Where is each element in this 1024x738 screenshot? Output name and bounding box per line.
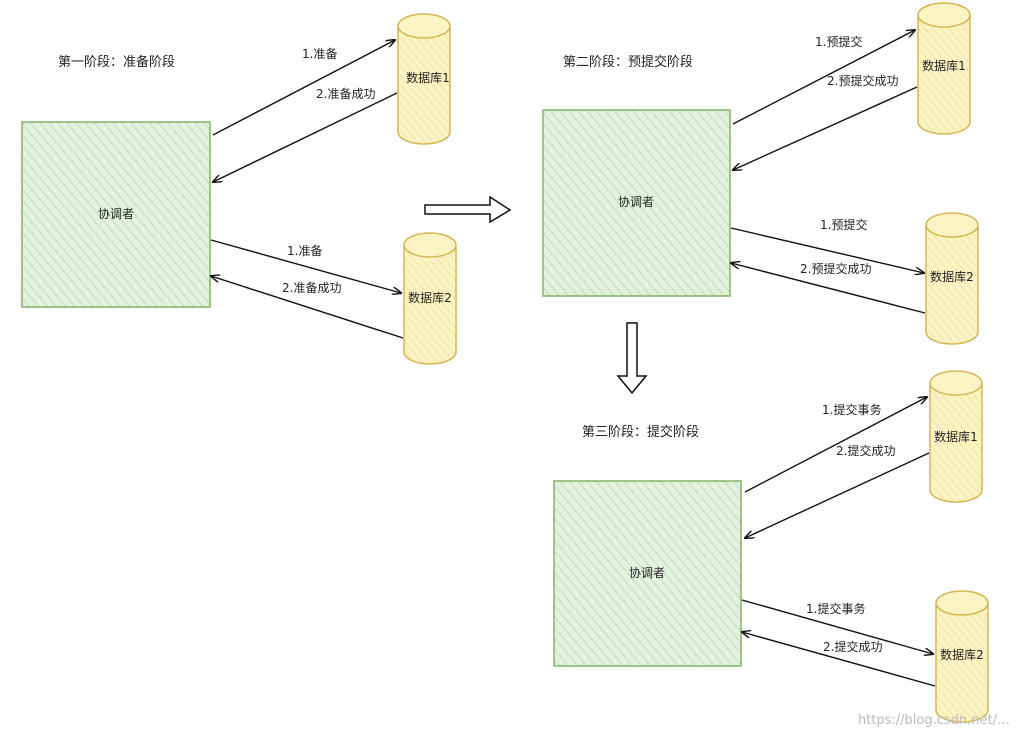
- request-arrow-db1: [732, 30, 915, 125]
- request-label-db2: 1.准备: [287, 244, 322, 258]
- database-2-label: 数据库2: [940, 647, 984, 662]
- right-transition-arrow-icon: [424, 195, 512, 224]
- database-1-label: 数据库1: [934, 429, 978, 444]
- down-transition-arrow-icon: [616, 322, 648, 395]
- request-arrow-db1: [212, 40, 395, 136]
- database-1-label: 数据库1: [406, 70, 450, 85]
- database-2-cylinder: [935, 590, 989, 723]
- response-arrow-db2: [211, 276, 404, 339]
- coordinator-label: 协调者: [629, 565, 665, 580]
- coordinator-box: [553, 480, 742, 667]
- coordinator-box: [542, 109, 731, 297]
- database-2-label: 数据库2: [930, 269, 974, 284]
- response-label-db2: 2.提交成功: [823, 639, 882, 654]
- database-2-cylinder: [403, 232, 457, 365]
- response-arrow-db2: [731, 263, 926, 314]
- response-label-db2: 2.准备成功: [282, 281, 341, 295]
- response-label-db1: 2.准备成功: [316, 87, 375, 101]
- response-arrow-db1: [213, 92, 398, 182]
- database-1-cylinder: [929, 370, 983, 503]
- request-arrow-db2: [210, 239, 401, 293]
- request-arrow-db2: [730, 227, 924, 273]
- coordinator-box: [21, 121, 211, 308]
- database-1-cylinder: [917, 2, 971, 135]
- response-arrow-db1: [733, 86, 918, 170]
- phase-1: 第一阶段：准备阶段 协调者 数据库1 数据库2 1.准备 2.准备成功 1.准备…: [21, 13, 457, 365]
- watermark-text: https://blog.csdn.net/…: [858, 713, 1010, 728]
- request-label-db1: 1.提交事务: [822, 402, 881, 417]
- response-arrow-db2: [742, 632, 936, 687]
- response-label-db1: 2.提交成功: [836, 443, 895, 458]
- request-label-db1: 1.预提交: [815, 34, 862, 49]
- request-label-db2: 1.预提交: [820, 217, 867, 232]
- coordinator-label: 协调者: [98, 206, 134, 221]
- database-1-label: 数据库1: [922, 58, 966, 73]
- request-arrow-db1: [744, 397, 927, 493]
- phase-title: 第二阶段：预提交阶段: [563, 54, 693, 70]
- database-2-cylinder: [925, 212, 979, 345]
- phase-3: 第三阶段：提交阶段 协调者 数据库1 数据库2 1.提交事务 2.提交成功 1.…: [553, 370, 989, 723]
- database-1-cylinder: [397, 13, 451, 145]
- request-arrow-db2: [741, 599, 933, 654]
- phase-title: 第一阶段：准备阶段: [58, 54, 175, 70]
- response-label-db2: 2.预提交成功: [800, 261, 871, 276]
- coordinator-label: 协调者: [618, 194, 654, 209]
- database-2-label: 数据库2: [408, 290, 452, 305]
- response-label-db1: 2.预提交成功: [827, 73, 898, 88]
- request-label-db1: 1.准备: [302, 47, 337, 61]
- phase-2: 第二阶段：预提交阶段 协调者 数据库1 数据库2 1.预提交 2.预提交成功 1…: [542, 2, 979, 345]
- phase-title: 第三阶段：提交阶段: [582, 424, 699, 440]
- response-arrow-db1: [745, 452, 930, 538]
- request-label-db2: 1.提交事务: [806, 601, 865, 616]
